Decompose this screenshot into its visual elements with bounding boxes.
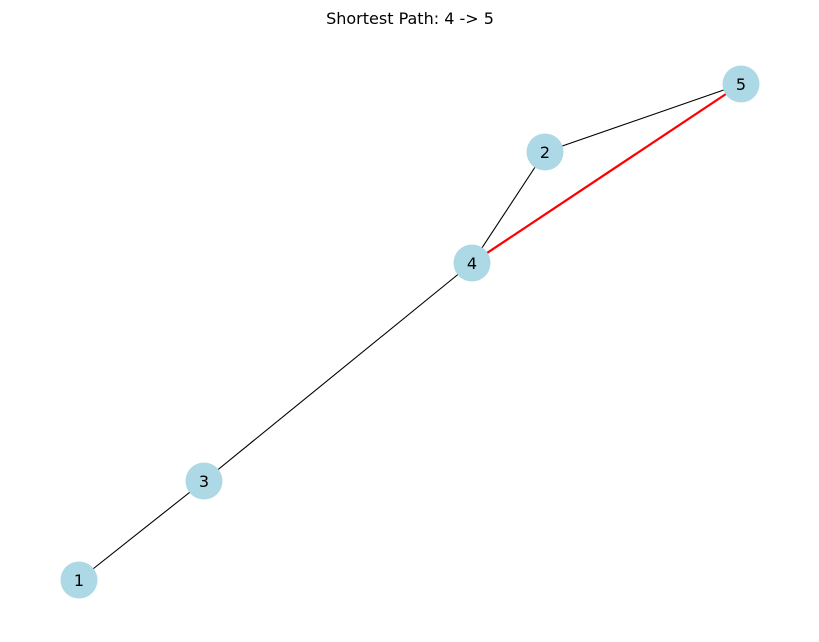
path-edge-4-5 [471, 83, 742, 264]
edge-1-3 [78, 480, 205, 581]
node-label-1: 1 [74, 571, 84, 590]
node-label-2: 2 [540, 143, 550, 162]
node-4: 4 [453, 244, 491, 282]
edges-layer [78, 83, 742, 581]
node-circle-1 [60, 561, 98, 599]
edge-4-2 [471, 151, 546, 264]
node-5: 5 [722, 65, 760, 103]
node-circle-2 [526, 133, 564, 171]
nodes-layer: 1 2 3 4 5 [60, 65, 760, 599]
edge-3-4 [203, 262, 473, 482]
node-circle-5 [722, 65, 760, 103]
figure-title: Shortest Path: 4 -> 5 [326, 9, 494, 28]
node-circle-4 [453, 244, 491, 282]
node-3: 3 [185, 462, 223, 500]
node-1: 1 [60, 561, 98, 599]
node-circle-3 [185, 462, 223, 500]
node-2: 2 [526, 133, 564, 171]
node-label-3: 3 [199, 472, 209, 491]
node-label-5: 5 [736, 75, 746, 94]
node-label-4: 4 [467, 254, 477, 273]
edge-2-5 [544, 83, 742, 153]
